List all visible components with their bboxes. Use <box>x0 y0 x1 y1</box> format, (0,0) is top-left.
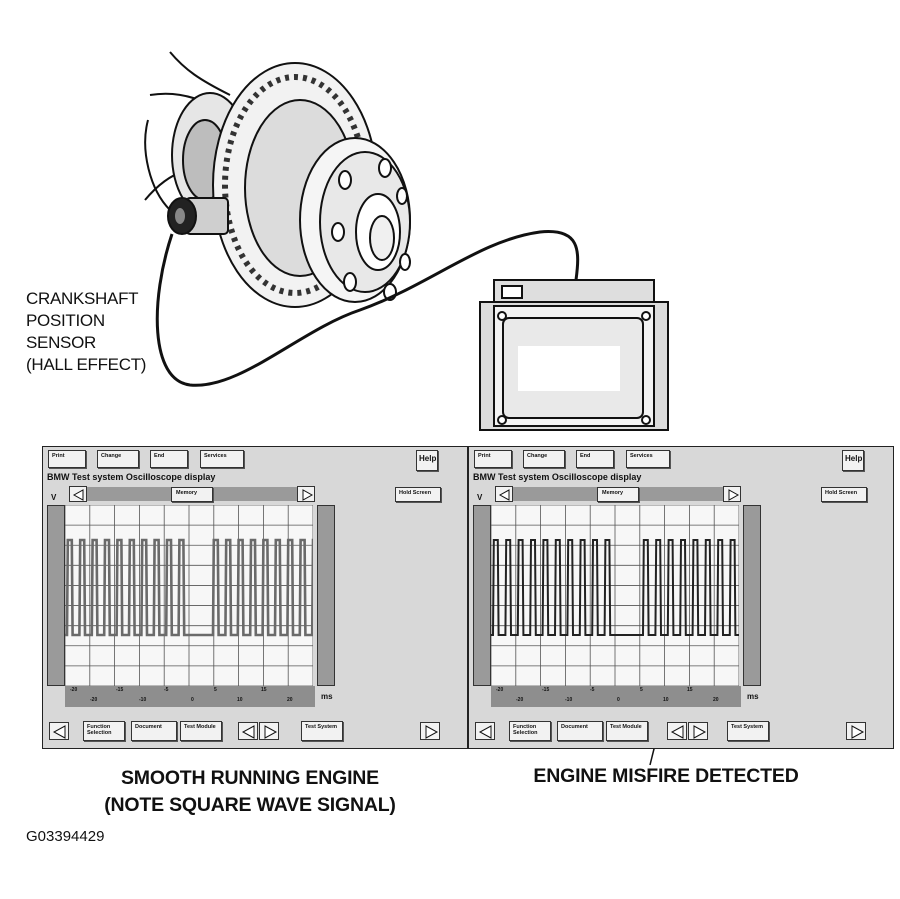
axis-tick: 0 <box>617 697 620 703</box>
services-button[interactable]: Services <box>200 450 244 468</box>
change-button[interactable]: Change <box>97 450 139 468</box>
sensor-label-line: POSITION <box>26 311 105 330</box>
caption-line: SMOOTH RUNNING ENGINE <box>121 767 379 789</box>
page-left-icon[interactable] <box>475 722 495 740</box>
left-scale-bar <box>47 505 65 686</box>
axis-tick: 10 <box>237 697 243 703</box>
change-button[interactable]: Change <box>523 450 565 468</box>
screen-title: BMW Test system Oscilloscope display <box>47 472 216 482</box>
page-left-icon[interactable] <box>49 722 69 740</box>
axis-tick: -15 <box>542 687 550 693</box>
print-button[interactable]: Print <box>474 450 512 468</box>
step-right-icon[interactable] <box>259 722 279 740</box>
axis-tick: 5 <box>640 687 643 693</box>
hold-screen-button[interactable]: Hold Screen <box>395 487 441 502</box>
test-module-button[interactable]: Test Module <box>606 721 648 741</box>
page-right-icon[interactable] <box>420 722 440 740</box>
oscilloscope-screen-misfire: Print Change End Services Help BMW Test … <box>468 446 894 749</box>
axis-tick: -20 <box>516 697 524 703</box>
right-scale-bar <box>743 505 761 686</box>
figure-id: G03394429 <box>26 828 105 845</box>
oscilloscope-plot <box>491 505 739 686</box>
scroll-left-icon[interactable] <box>495 486 513 502</box>
axis-tick: -5 <box>164 687 169 693</box>
print-button[interactable]: Print <box>48 450 86 468</box>
time-axis: -20 -15 -5 5 15 -20 -10 0 10 20 <box>491 686 741 707</box>
axis-tick: 15 <box>261 687 267 693</box>
volt-unit: V <box>51 493 57 502</box>
test-module-button[interactable]: Test Module <box>180 721 222 741</box>
axis-tick: 0 <box>191 697 194 703</box>
page-right-icon[interactable] <box>846 722 866 740</box>
axis-tick: -10 <box>565 697 573 703</box>
step-left-icon[interactable] <box>238 722 258 740</box>
oscilloscope-plot <box>65 505 313 686</box>
axis-tick: -15 <box>116 687 124 693</box>
axis-tick: -20 <box>90 697 98 703</box>
step-right-icon[interactable] <box>688 722 708 740</box>
document-button[interactable]: Document <box>131 721 177 741</box>
axis-tick: -5 <box>590 687 595 693</box>
memory-button[interactable]: Memory <box>597 487 639 502</box>
axis-tick: 20 <box>287 697 293 703</box>
sensor-label: CRANKSHAFT POSITION SENSOR (HALL EFFECT) <box>26 288 146 376</box>
caption-smooth-running: SMOOTH RUNNING ENGINE (NOTE SQUARE WAVE … <box>50 765 450 819</box>
engine-control-module <box>479 279 669 431</box>
test-system-button[interactable]: Test System <box>727 721 769 741</box>
ms-unit: ms <box>321 692 333 701</box>
volt-unit: V <box>477 493 483 502</box>
axis-tick: 15 <box>687 687 693 693</box>
axis-tick: 10 <box>663 697 669 703</box>
axis-tick: 5 <box>214 687 217 693</box>
screen-title: BMW Test system Oscilloscope display <box>473 472 642 482</box>
right-scale-bar <box>317 505 335 686</box>
function-selection-button[interactable]: Function Selection <box>509 721 551 741</box>
help-button[interactable]: Help <box>416 450 438 471</box>
services-button[interactable]: Services <box>626 450 670 468</box>
test-system-button[interactable]: Test System <box>301 721 343 741</box>
scroll-right-icon[interactable] <box>723 486 741 502</box>
ms-unit: ms <box>747 692 759 701</box>
oscilloscope-screen-smooth: Print Change End Services Help BMW Test … <box>42 446 468 749</box>
signal-trace <box>65 538 313 637</box>
document-button[interactable]: Document <box>557 721 603 741</box>
time-axis: -20 -15 -5 5 15 -20 -10 0 10 20 <box>65 686 315 707</box>
step-left-icon[interactable] <box>667 722 687 740</box>
scroll-left-icon[interactable] <box>69 486 87 502</box>
caption-line: (NOTE SQUARE WAVE SIGNAL) <box>104 794 396 816</box>
axis-tick: -10 <box>139 697 147 703</box>
memory-button[interactable]: Memory <box>171 487 213 502</box>
crankshaft-position-sensor <box>167 197 229 235</box>
axis-tick: -20 <box>70 687 78 693</box>
help-button[interactable]: Help <box>842 450 864 471</box>
scroll-right-icon[interactable] <box>297 486 315 502</box>
crankshaft-hub <box>299 137 411 303</box>
sensor-label-line: CRANKSHAFT <box>26 289 139 308</box>
sensor-label-line: (HALL EFFECT) <box>26 355 147 374</box>
hold-screen-button[interactable]: Hold Screen <box>821 487 867 502</box>
end-button[interactable]: End <box>150 450 188 468</box>
sensor-wire <box>155 230 580 387</box>
end-button[interactable]: End <box>576 450 614 468</box>
caption-misfire: ENGINE MISFIRE DETECTED <box>533 765 799 787</box>
left-scale-bar <box>473 505 491 686</box>
signal-trace <box>491 539 739 636</box>
axis-tick: 20 <box>713 697 719 703</box>
function-selection-button[interactable]: Function Selection <box>83 721 125 741</box>
sensor-label-line: SENSOR <box>26 333 96 352</box>
axis-tick: -20 <box>496 687 504 693</box>
